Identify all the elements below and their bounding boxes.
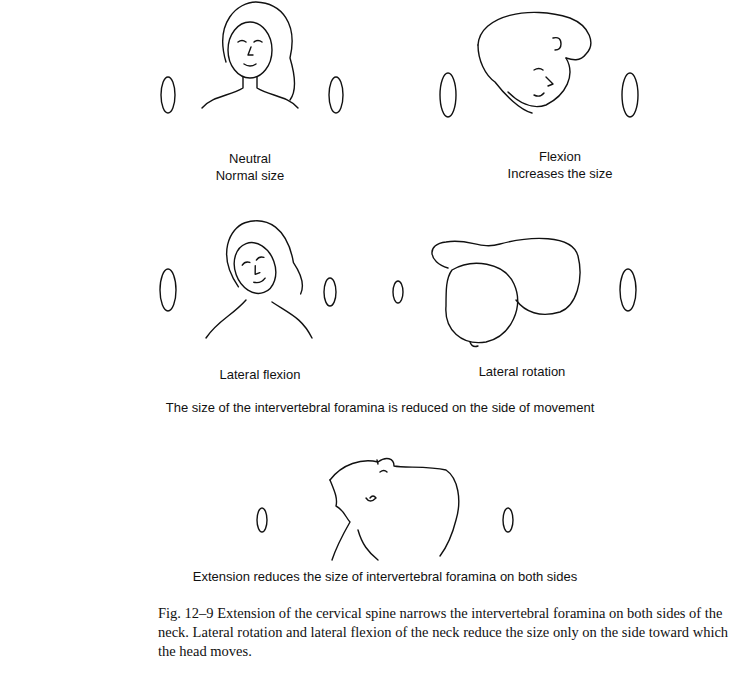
mouth <box>254 278 266 284</box>
face-profile <box>330 480 350 560</box>
neck-shoulders <box>206 300 312 338</box>
head-neutral <box>202 2 298 108</box>
foramen-oval <box>440 73 456 117</box>
foramen-oval <box>393 281 403 303</box>
figure-label: Lateral flexion <box>160 366 360 383</box>
eye <box>534 69 543 71</box>
neck-line <box>358 530 378 560</box>
ear <box>366 496 376 501</box>
head-flexion <box>478 12 591 113</box>
nose <box>252 265 259 274</box>
figure-label: Lateral rotation <box>422 363 622 380</box>
figure-label: Increases the size <box>460 165 660 182</box>
hair-outline <box>216 211 306 314</box>
foramen-oval <box>620 269 636 311</box>
figure-label: Neutral <box>160 150 340 167</box>
foramina-lateral-rotation <box>393 269 636 311</box>
face-outline <box>228 22 272 78</box>
foramen-oval <box>160 269 176 311</box>
figure-caption: Fig. 12–9 Extension of the cervical spin… <box>158 604 730 661</box>
mouth <box>534 93 544 96</box>
hair-outline <box>223 2 295 100</box>
nose <box>546 77 553 86</box>
eye <box>380 471 387 473</box>
ear <box>553 38 561 50</box>
neck-shoulders <box>202 77 298 108</box>
figure-label: Normal size <box>160 167 340 184</box>
eyes <box>242 256 264 265</box>
foramen-oval <box>622 73 638 117</box>
head-extension <box>330 459 459 560</box>
mouth <box>244 64 256 66</box>
head-lateral-flexion <box>216 211 306 314</box>
eyelash <box>377 460 378 464</box>
head-outline <box>446 263 518 342</box>
foramina-flexion <box>440 73 638 117</box>
hair-outline <box>478 12 591 59</box>
head-lateral-rotation <box>432 238 580 346</box>
face-outline <box>508 58 570 107</box>
nose <box>470 342 478 347</box>
figure-label: Flexion <box>460 148 660 165</box>
statement-text: The size of the intervertebral foramina … <box>70 399 690 416</box>
foramen-oval <box>503 508 513 532</box>
foramina-extension <box>257 508 513 532</box>
foramen-oval <box>329 77 343 113</box>
foramen-oval <box>324 278 336 306</box>
statement-text: Extension reduces the size of interverte… <box>75 568 695 585</box>
back-of-head <box>478 45 532 113</box>
eyes <box>238 41 262 43</box>
foramen-oval <box>161 77 175 113</box>
head-outline <box>330 459 459 556</box>
nose <box>248 47 253 55</box>
face-outline <box>227 237 282 300</box>
shoulder-outline <box>432 238 580 314</box>
foramina-neutral <box>161 77 343 113</box>
foramen-oval <box>257 508 267 532</box>
